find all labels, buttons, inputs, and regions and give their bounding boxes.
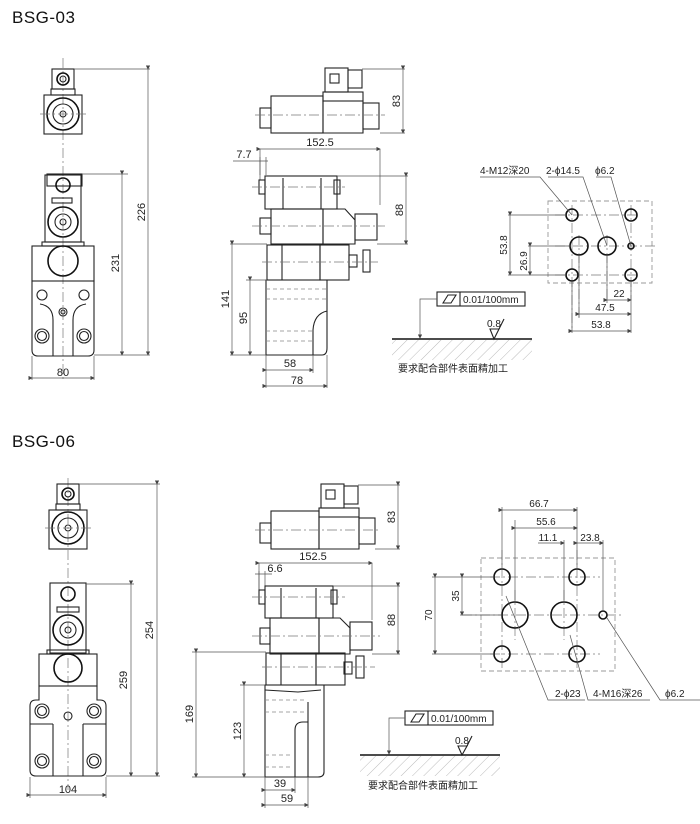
bsg03-mounting-pattern	[480, 176, 655, 334]
bsg03-dim-body-height: 95	[238, 312, 250, 324]
bsg06-surface-note-text: 要求配合部件表面精加工	[368, 779, 478, 792]
bsg06-dim-body-height: 123	[232, 722, 244, 740]
bsg06-dim-v-inner: 35	[451, 590, 462, 602]
bsg03-dim-total-height: 141	[220, 290, 232, 308]
bsg06-callout-tapped-holes: 4-M16深26	[593, 688, 643, 700]
bsg06-dim-offset: 6.6	[267, 563, 282, 575]
bsg03-dim-v-inner: 26.9	[519, 251, 530, 271]
bsg03-dim-v-outer: 53.8	[499, 235, 510, 255]
bsg06-surface-note	[360, 710, 500, 776]
bsg03-dim-h-small: 22	[613, 289, 625, 300]
bsg06-callout-pin-hole: ϕ6.2	[665, 689, 685, 700]
bsg06-dim-h-outer: 66.7	[529, 499, 549, 510]
bsg03-dim-valve-height: 88	[394, 204, 406, 216]
bsg06-dim-h-mid: 55.6	[536, 517, 556, 528]
bsg03-side-view	[229, 65, 409, 389]
bsg03-dim-width: 80	[57, 367, 69, 379]
bsg06-dim-solenoid-height: 83	[386, 511, 398, 523]
bsg03-dim-body-height: 231	[110, 254, 122, 272]
bsg06-side-view	[192, 481, 401, 808]
bsg03-dim-offset: 7.7	[236, 149, 251, 161]
bsg06-dim-width: 104	[59, 784, 77, 796]
bsg06-dim-valve-height: 88	[386, 614, 398, 626]
bsg03-dim-length: 152.5	[306, 137, 334, 149]
bsg03-dim-outer-width: 78	[291, 375, 303, 387]
bsg06-roughness-value: 0.8	[455, 736, 469, 747]
bsg06-dim-inner-width: 39	[274, 778, 286, 790]
section-title-bsg03: BSG-03	[12, 8, 76, 27]
bsg03-callout-pin-hole: ϕ6.2	[595, 166, 615, 177]
bsg06-dim-overall-height: 254	[144, 621, 156, 639]
bsg06-dim-h-left: 11.1	[539, 533, 558, 544]
bsg03-dim-inner-width: 58	[284, 358, 296, 370]
bsg03-surface-note	[392, 291, 532, 360]
bsg06-dim-length: 152.5	[299, 551, 327, 563]
bsg06-flatness-value: 0.01/100mm	[431, 714, 487, 725]
bsg06-dim-body-height: 259	[118, 671, 130, 689]
bsg03-dim-solenoid-height: 83	[391, 95, 403, 107]
bsg03-dim-h-outer: 53.8	[591, 320, 611, 331]
bsg06-dim-v-outer: 70	[424, 609, 435, 621]
bsg03-dim-overall-height: 226	[136, 203, 148, 221]
bsg06-dim-h-right: 23.8	[580, 533, 600, 544]
bsg06-mounting-pattern	[432, 507, 700, 701]
bsg03-callout-tapped-holes: 4-M12深20	[480, 165, 530, 177]
section-title-bsg06: BSG-06	[12, 432, 76, 451]
bsg03-callout-port-holes: 2-ϕ14.5	[546, 166, 580, 177]
bsg03-roughness-value: 0.8	[487, 319, 501, 330]
bsg03-surface-note-text: 要求配合部件表面精加工	[398, 362, 508, 375]
bsg06-callout-port-holes: 2-ϕ23	[555, 689, 581, 700]
bsg03-front-view	[28, 58, 151, 381]
bsg03-dim-h-mid: 47.5	[595, 303, 615, 314]
bsg03-flatness-value: 0.01/100mm	[463, 295, 519, 306]
bsg06-front-view	[26, 478, 160, 798]
bsg06-dim-total-height: 169	[184, 705, 196, 723]
bsg06-dim-outer-width: 59	[281, 793, 293, 805]
